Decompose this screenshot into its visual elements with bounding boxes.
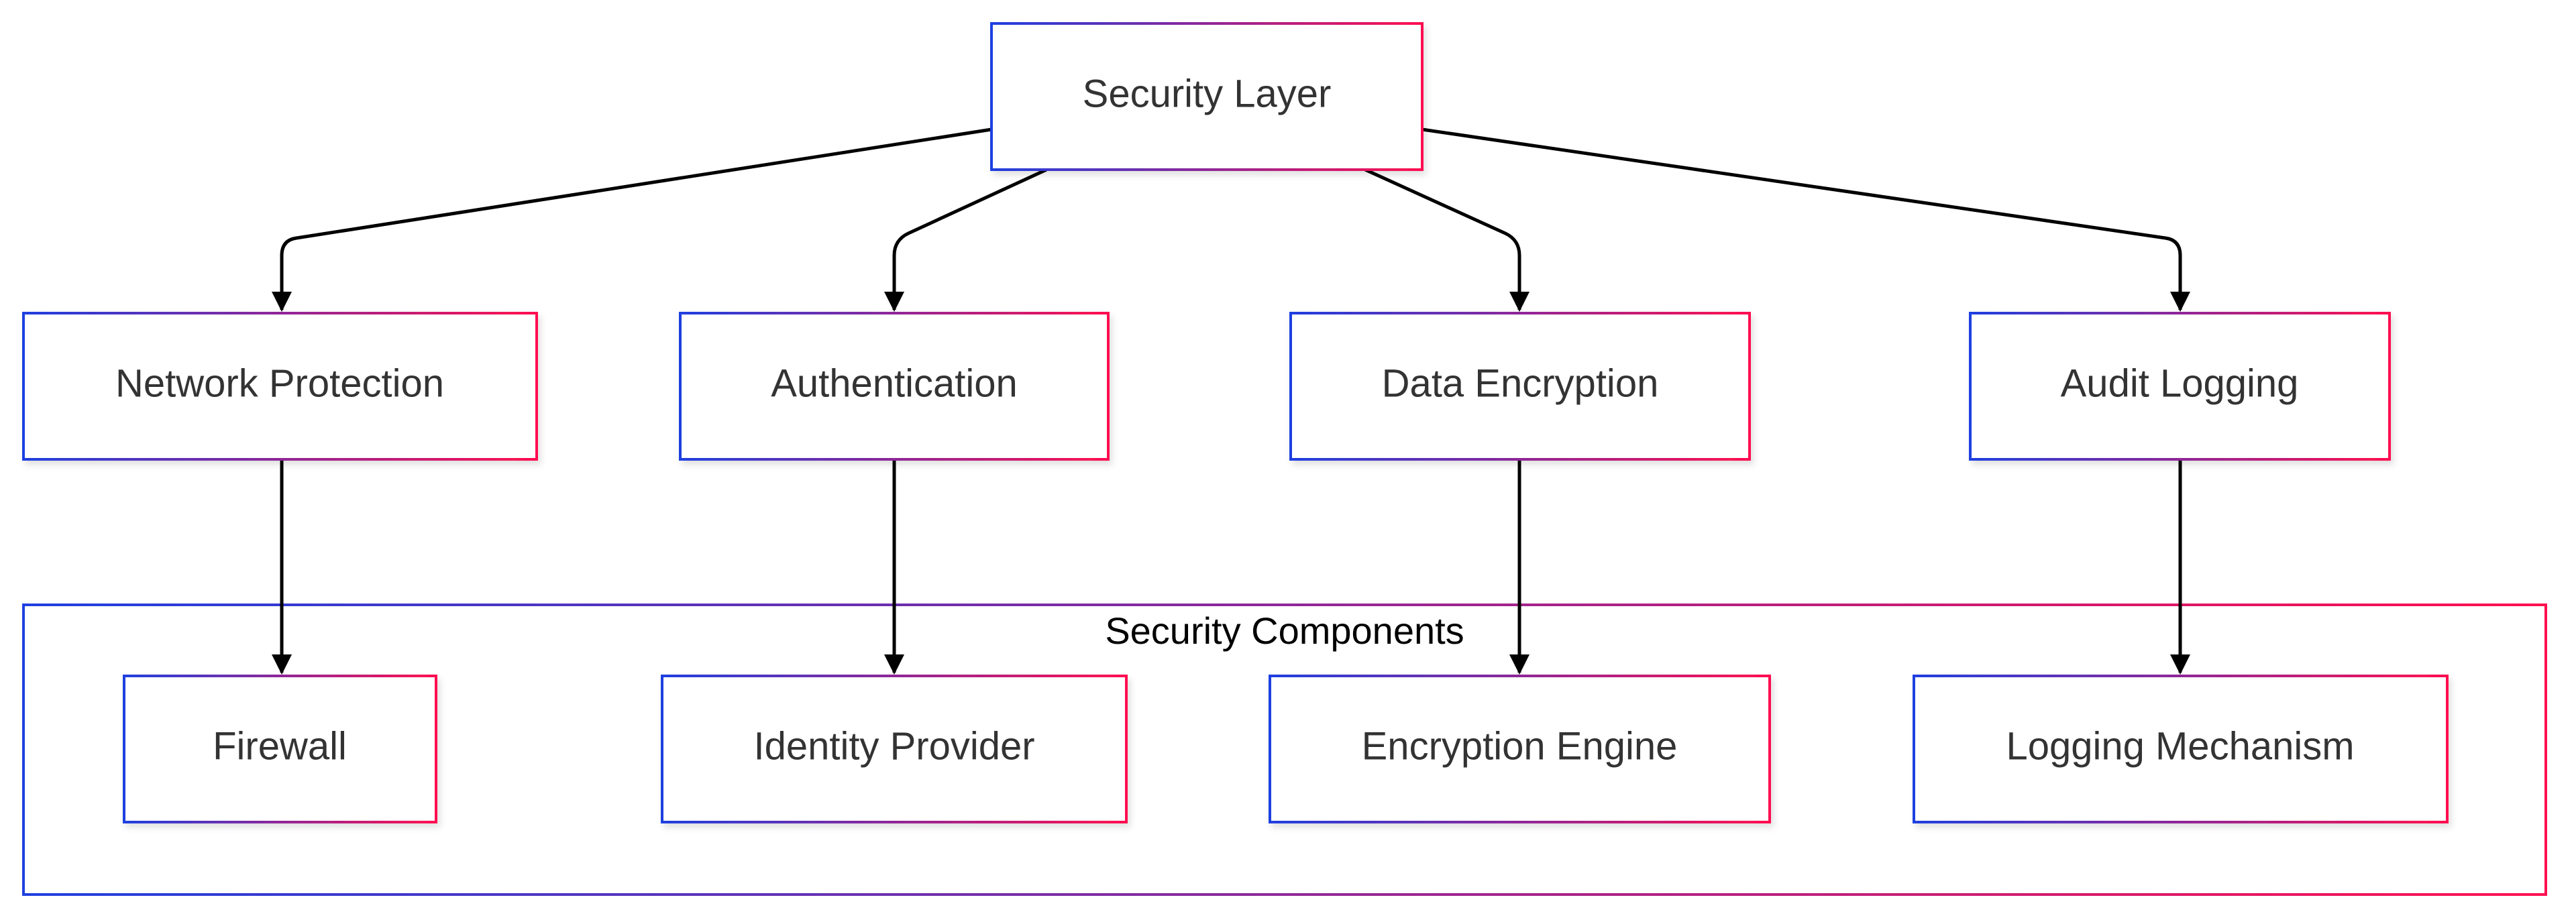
node-authentication[interactable]: Authentication xyxy=(679,312,1110,461)
node-identity-provider[interactable]: Identity Provider xyxy=(661,675,1128,823)
node-data-encryption-label: Data Encryption xyxy=(1382,361,1659,405)
node-firewall[interactable]: Firewall xyxy=(123,675,437,823)
edge-security-layer-to-authentication xyxy=(884,168,1048,312)
edge-security-layer-to-audit-logging xyxy=(1421,127,2190,312)
node-encryption-engine-label: Encryption Engine xyxy=(1362,724,1678,768)
node-network-protection[interactable]: Network Protection xyxy=(22,312,538,461)
node-logging-mechanism[interactable]: Logging Mechanism xyxy=(1913,675,2449,823)
edge-security-layer-to-network-protection xyxy=(272,127,992,312)
edges xyxy=(272,127,2190,675)
node-data-encryption[interactable]: Data Encryption xyxy=(1289,312,1751,461)
node-security-layer-label: Security Layer xyxy=(1083,72,1332,115)
node-audit-logging[interactable]: Audit Logging xyxy=(1969,312,2391,461)
node-audit-logging-label: Audit Logging xyxy=(2061,361,2299,405)
node-encryption-engine[interactable]: Encryption Engine xyxy=(1269,675,1771,823)
node-authentication-label: Authentication xyxy=(771,361,1018,405)
node-network-protection-label: Network Protection xyxy=(115,361,444,405)
node-identity-provider-label: Identity Provider xyxy=(753,724,1034,768)
security-components-cluster-label: Security Components xyxy=(1105,610,1464,652)
node-firewall-label: Firewall xyxy=(213,724,347,768)
node-logging-mechanism-label: Logging Mechanism xyxy=(2006,724,2354,768)
node-security-layer[interactable]: Security Layer xyxy=(990,22,1424,171)
edge-security-layer-to-data-encryption xyxy=(1364,168,1529,312)
